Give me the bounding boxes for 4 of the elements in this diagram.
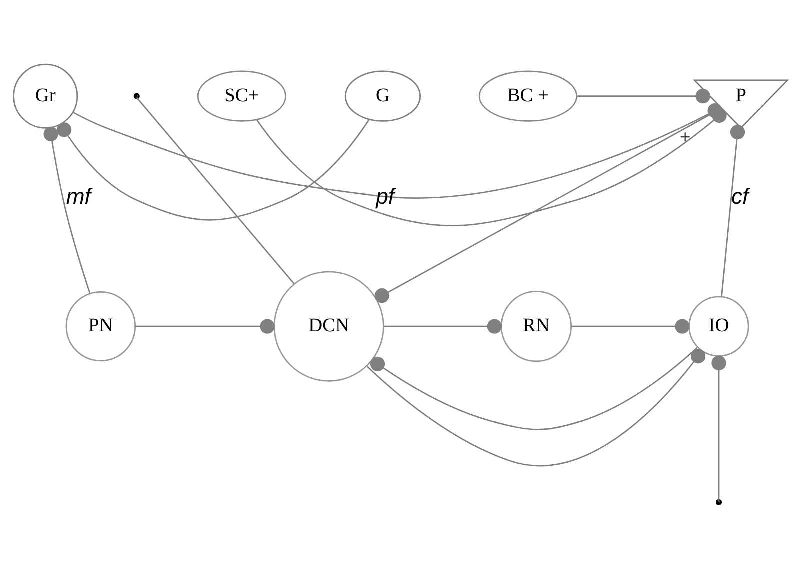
edge-label: mf [66, 184, 91, 209]
edge-label: cf [731, 184, 749, 209]
edge-label: pf [376, 184, 395, 209]
node-label: + [680, 128, 691, 149]
